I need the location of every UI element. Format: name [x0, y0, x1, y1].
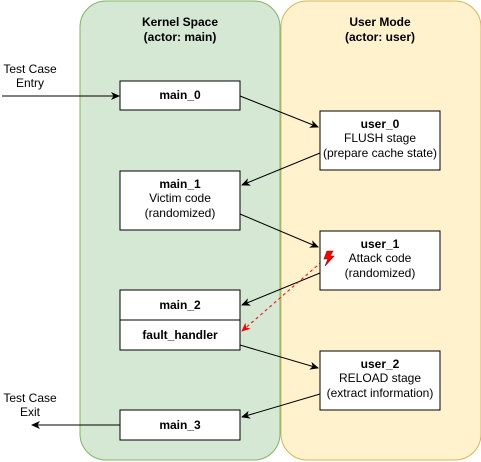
node-fault-handler[interactable]: fault_handler	[119, 319, 241, 351]
edge-faulthandler-user2	[239, 344, 319, 370]
node-fault-handler-title: fault_handler	[142, 328, 218, 342]
exit-label-line1: Test Case	[3, 391, 57, 405]
entry-label-line1: Test Case	[3, 62, 57, 76]
node-user-2-line1: RELOAD stage	[339, 371, 421, 385]
node-main-1-line1: Victim code	[149, 191, 211, 205]
node-main-1-line2: (randomized)	[145, 206, 216, 220]
node-user-0-line2: (prepare cache state)	[323, 146, 437, 160]
edge-user1-main2	[241, 272, 321, 306]
node-main-2[interactable]: main_2	[119, 289, 241, 321]
edge-user0-main1	[241, 152, 321, 186]
node-user-2-title: user_2	[361, 357, 400, 371]
entry-label-line2: Entry	[16, 76, 44, 90]
edge-fault-user1-faulthandler	[241, 257, 327, 332]
node-user-0[interactable]: user_0 FLUSH stage (prepare cache state)	[319, 110, 441, 171]
node-main-3[interactable]: main_3	[119, 409, 241, 441]
node-main-1[interactable]: main_1 Victim code (randomized)	[119, 170, 241, 231]
node-main-0-title: main_0	[159, 88, 201, 102]
edge-main1-user1	[239, 213, 319, 248]
node-user-1-title: user_1	[361, 237, 400, 251]
edge-main0-user0	[239, 95, 319, 128]
node-user-1-line1: Attack code	[349, 251, 412, 265]
node-user-0-title: user_0	[361, 117, 400, 131]
node-main-2-title: main_2	[159, 298, 201, 312]
exit-label-line2: Exit	[20, 405, 41, 419]
node-user-0-line1: FLUSH stage	[344, 131, 416, 145]
user-lane-title: User Mode	[349, 15, 411, 29]
node-main-3-title: main_3	[159, 418, 201, 432]
node-user-2[interactable]: user_2 RELOAD stage (extract information…	[319, 350, 441, 411]
edge-user2-main3	[241, 393, 321, 419]
node-user-1-line2: (randomized)	[345, 266, 416, 280]
node-user-2-line2: (extract information)	[327, 386, 434, 400]
node-main-0[interactable]: main_0	[119, 80, 241, 111]
node-user-1[interactable]: user_1 Attack code (randomized)	[319, 230, 441, 291]
node-main-1-title: main_1	[159, 177, 201, 191]
kernel-lane-subtitle: (actor: main)	[144, 30, 217, 44]
kernel-lane-title: Kernel Space	[142, 15, 218, 29]
lightning-icon	[323, 250, 335, 267]
user-lane-subtitle: (actor: user)	[345, 30, 415, 44]
